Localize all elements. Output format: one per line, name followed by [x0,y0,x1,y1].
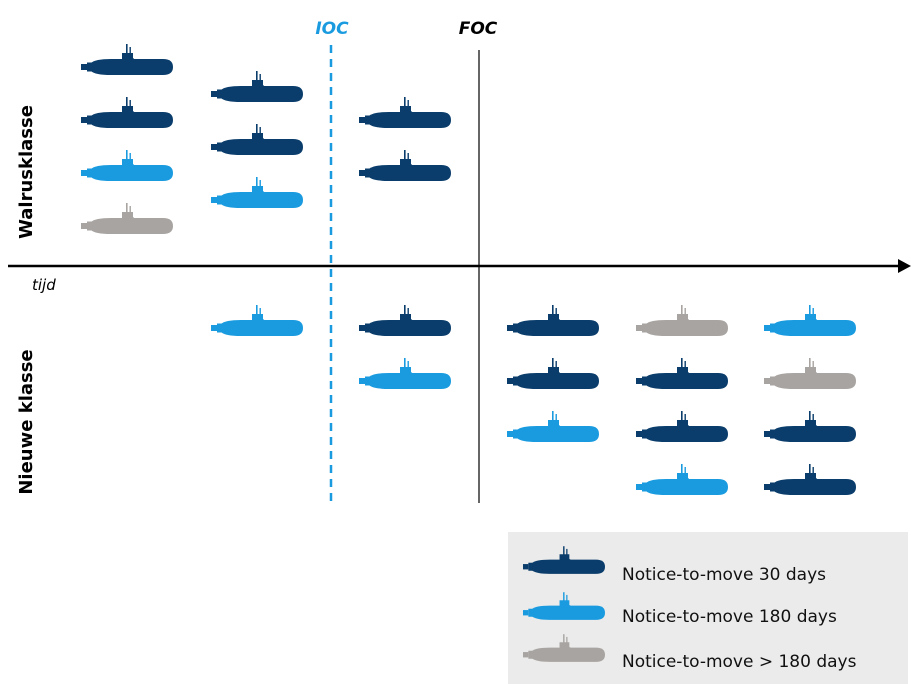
new-class-submarine-icon [764,411,856,442]
new-class-submarine-icon [507,411,599,442]
legend-label-30-days: Notice-to-move 30 days [622,565,826,585]
new-class-submarine-icon [211,305,303,336]
new-class-submarine-icon [636,358,728,389]
axis-label: tijd [32,276,56,294]
walrus-submarine-icon [211,177,303,208]
row-label-nieuwe-klasse: Nieuwe klasse [16,349,37,494]
walrus-submarine-icon [81,203,173,234]
new-class-submarine-icon [359,358,451,389]
new-class-submarine-icon [764,464,856,495]
walrus-submarine-icon [211,124,303,155]
new-class-submarine-icon [507,305,599,336]
ioc-label: IOC [315,19,349,39]
walrus-class-submarines [81,44,451,234]
legend-label-over-180-days: Notice-to-move > 180 days [622,652,857,672]
foc-label: FOC [459,19,498,39]
walrus-submarine-icon [211,71,303,102]
new-class-submarine-icon [507,358,599,389]
walrus-submarine-icon [81,44,173,75]
walrus-submarine-icon [359,97,451,128]
axis-arrow-icon [898,259,911,273]
new-class-submarines [211,305,856,495]
new-class-submarine-icon [636,305,728,336]
walrus-submarine-icon [359,150,451,181]
walrus-submarine-icon [81,150,173,181]
walrus-submarine-icon [81,97,173,128]
legend-label-180-days: Notice-to-move 180 days [622,607,837,627]
new-class-submarine-icon [359,305,451,336]
new-class-submarine-icon [764,305,856,336]
new-class-submarine-icon [636,411,728,442]
new-class-submarine-icon [636,464,728,495]
new-class-submarine-icon [764,358,856,389]
row-label-walrusklasse: Walrusklasse [16,105,37,239]
legend: Notice-to-move 30 days Notice-to-move 18… [508,532,908,684]
